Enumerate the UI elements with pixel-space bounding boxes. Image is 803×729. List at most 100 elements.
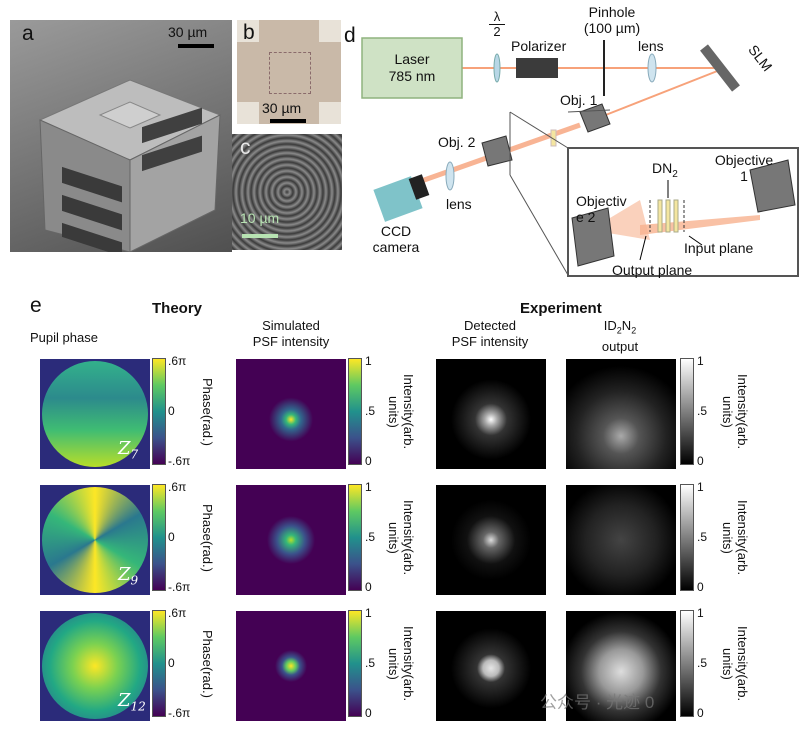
lens-bottom-icon (445, 161, 455, 191)
phase-tick-0: .6π (168, 354, 187, 368)
objective-2-icon (481, 135, 513, 167)
inset-objective1-label: Objective 1 (704, 152, 784, 184)
col-id-title: ID2N2 output (560, 318, 680, 355)
zernike-index: 9 (130, 573, 139, 588)
laser-line1: Laser (394, 51, 430, 67)
phase-tick-2: -.6π (168, 706, 191, 720)
id-axis-line1: Intensity (735, 626, 750, 675)
sim-tick-1: .5 (365, 656, 376, 670)
sim-axis-line2: (arb. units) (386, 522, 416, 576)
zernike-index: 12 (130, 699, 146, 714)
col-id-pre: ID (603, 318, 617, 333)
laser-line2: 785 nm (388, 68, 436, 84)
phase-tick-0: .6π (168, 480, 187, 494)
id-axis-line2: (arb. units) (720, 396, 750, 450)
panel-label-a: a (22, 22, 34, 45)
id-tick-0: 1 (697, 480, 704, 494)
phase-tick-1: 0 (168, 404, 175, 418)
inset-dn: DN (652, 160, 673, 176)
phase-tick-1: 0 (168, 530, 175, 544)
phase-tick-1: 0 (168, 656, 175, 670)
sim-tick-1: .5 (365, 530, 376, 544)
id2n2-output-image (566, 359, 676, 469)
id2n2-output-image (566, 611, 676, 721)
id-tick-2: 0 (697, 580, 704, 594)
phase-axis-label: Phase(rad.) (200, 498, 215, 578)
zernike-symbol: Z (118, 438, 131, 459)
zernike-symbol: Z (118, 564, 131, 585)
watermark: 公众号 · 光迹 0 (540, 693, 655, 712)
sim-colorbar (348, 358, 362, 465)
inset-objective2-label: Objectiv e 2 (576, 193, 627, 225)
simulated-psf-image (236, 359, 346, 469)
pinhole-line2: (100 µm) (583, 20, 641, 36)
ccd-line2: camera (372, 239, 420, 255)
sim-axis-line1: Intensity (401, 374, 416, 423)
scalebar-c (242, 234, 278, 238)
pupil-phase-disk (42, 613, 148, 719)
id-axis-label: Intensity(arb. units) (716, 616, 750, 712)
col-det-title: Detected PSF intensity (430, 318, 550, 350)
laser-label: Laser 785 nm (362, 51, 462, 85)
col-sim-title: Simulated PSF intensity (236, 318, 346, 350)
laser-box (361, 37, 463, 99)
sim-axis-label: Intensity(arb. units) (382, 490, 416, 586)
inset-dn-sub: 2 (672, 168, 678, 180)
simulated-psf-image (236, 485, 346, 595)
obj1-label: Obj. 1 (560, 92, 598, 108)
phase-tick-2: -.6π (168, 580, 191, 594)
sim-tick-2: 0 (365, 706, 372, 720)
col-id-sub1: 2 (616, 325, 622, 336)
zernike-label: Z12 (118, 690, 146, 714)
id-axis-line2: (arb. units) (720, 522, 750, 576)
sim-axis-line1: Intensity (401, 626, 416, 675)
scalebar-a (178, 44, 214, 48)
zernike-label: Z9 (118, 564, 138, 588)
lambda-label: λ 2 (489, 10, 505, 39)
phase-tick-0: .6π (168, 606, 187, 620)
phase-axis-label: Phase(rad.) (200, 372, 215, 452)
inset-input-label: Input plane (684, 240, 754, 256)
sim-axis-line2: (arb. units) (386, 396, 416, 450)
id-colorbar (680, 484, 694, 591)
phase-axis-line2: (rad.) (200, 540, 215, 572)
setup-diagram (361, 37, 799, 277)
id-axis-label: Intensity(arb. units) (716, 490, 750, 586)
sim-tick-1: .5 (365, 404, 376, 418)
sim-axis-line2: (arb. units) (386, 648, 416, 702)
panel-label-e: e (30, 294, 42, 317)
polarizer-icon (516, 58, 558, 78)
col-id-sub2: 2 (631, 325, 637, 336)
phase-axis-line2: (rad.) (200, 666, 215, 698)
id-tick-0: 1 (697, 354, 704, 368)
phase-tick-2: -.6π (168, 454, 191, 468)
sim-tick-2: 0 (365, 454, 372, 468)
inset-objective1-line2: 1 (740, 168, 748, 184)
scalebar-c-label: 10 µm (240, 210, 280, 226)
inset-objective1-line1: Objective (714, 152, 774, 168)
scalebar-b (270, 119, 306, 123)
sim-axis-label: Intensity(arb. units) (382, 364, 416, 460)
phase-axis-line1: Phase (200, 504, 215, 541)
slm-icon (700, 44, 740, 92)
id-colorbar (680, 610, 694, 717)
phase-colorbar (152, 358, 166, 465)
sim-axis-label: Intensity(arb. units) (382, 616, 416, 712)
ccd-icon (373, 176, 423, 222)
zernike-symbol: Z (118, 690, 131, 711)
panel-b-micrograph (237, 20, 341, 124)
sim-tick-0: 1 (365, 606, 372, 620)
col-id-line1: ID2N2 (560, 318, 680, 339)
id-tick-1: .5 (697, 656, 708, 670)
experiment-heading: Experiment (520, 300, 602, 317)
panel-a-sem-image (10, 20, 232, 257)
col-id-line2: output (601, 338, 639, 354)
objective-1-icon (579, 103, 611, 133)
sim-tick-2: 0 (365, 580, 372, 594)
sim-axis-line1: Intensity (401, 500, 416, 549)
lens-top-label: lens (638, 38, 664, 54)
inset-objective2-line1: Objectiv (576, 193, 627, 209)
col-id-mid: N (621, 318, 632, 333)
waveplate-icon (493, 53, 501, 83)
id-colorbar (680, 358, 694, 465)
